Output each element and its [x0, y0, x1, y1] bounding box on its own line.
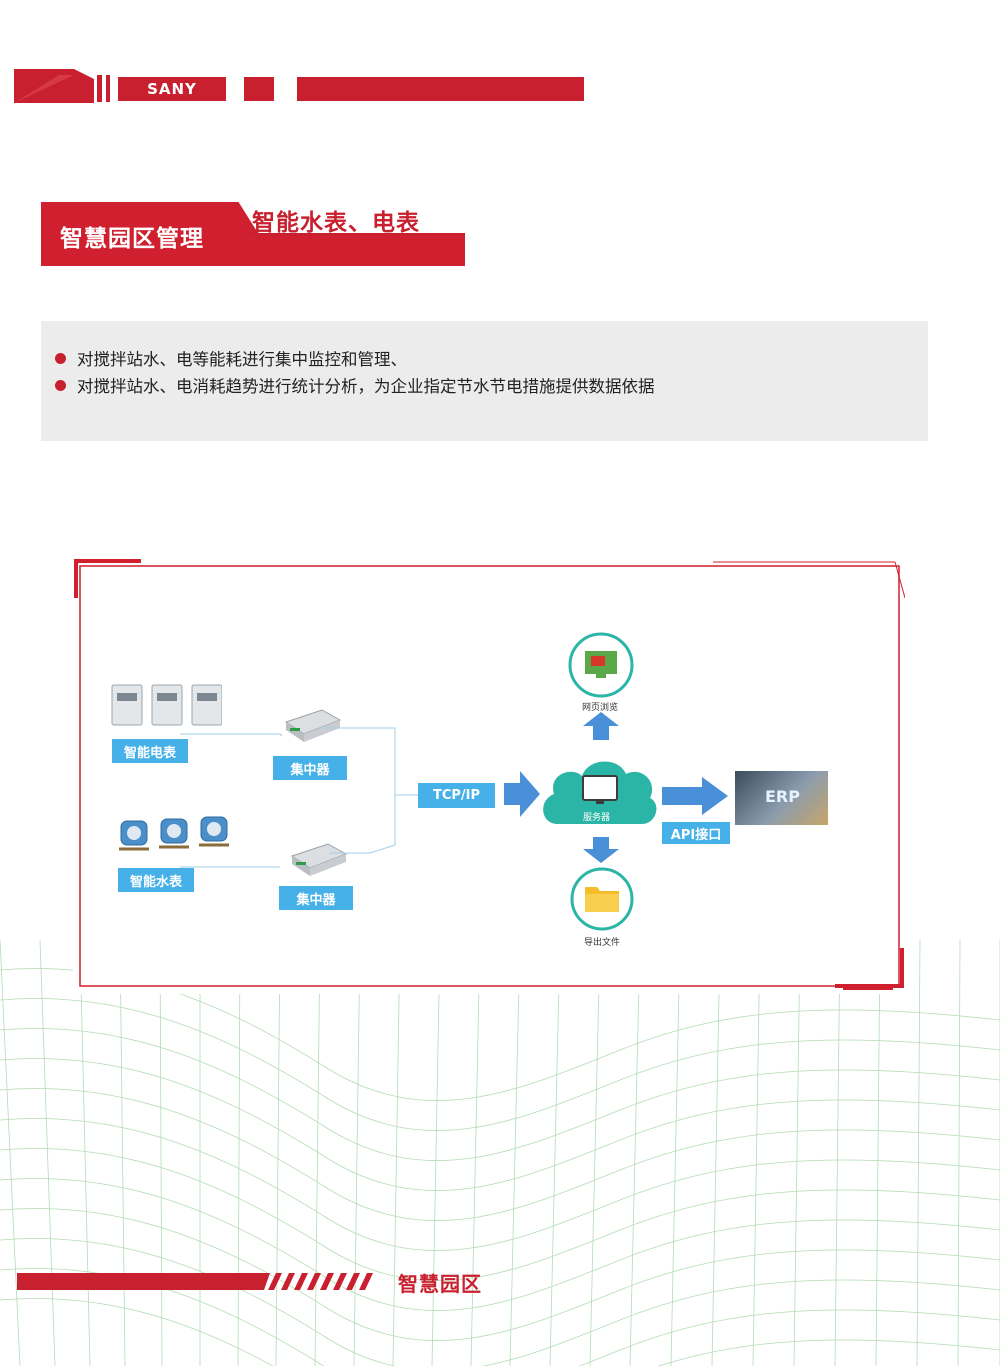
concentrator-device-icon	[284, 709, 342, 742]
arrow-down-icon	[583, 837, 619, 863]
bullet-text: 对搅拌站水、电等能耗进行集中监控和管理、	[77, 350, 407, 369]
brand-logo: SANY	[118, 77, 226, 101]
connector-lines	[180, 727, 420, 868]
bullet-item: 对搅拌站水、电消耗趋势进行统计分析，为企业指定节水节电措施提供数据依据	[55, 373, 655, 397]
footer-bar	[17, 1273, 262, 1290]
header-red-corner	[14, 69, 94, 103]
footer-stripes	[262, 1273, 373, 1290]
water-meter-label: 智能水表	[118, 868, 194, 892]
cloud-server-icon	[543, 761, 657, 824]
bullet-item: 对搅拌站水、电等能耗进行集中监控和管理、	[55, 346, 407, 370]
arrow-right-icon	[662, 777, 728, 815]
export-file-icon	[570, 867, 634, 931]
arrow-right-icon	[504, 771, 540, 817]
section-banner-cutout	[236, 198, 466, 233]
erp-image: ERP	[735, 771, 828, 825]
section-underline	[248, 233, 465, 236]
header-stripe	[97, 75, 102, 102]
section-subtitle: 智能水表、电表	[252, 210, 420, 236]
erp-text: ERP	[765, 787, 800, 806]
footer-label: 智慧园区	[398, 1272, 482, 1296]
concentrator-device-icon	[290, 843, 348, 876]
water-meter-icons	[119, 816, 229, 851]
bullet-text: 对搅拌站水、电消耗趋势进行统计分析，为企业指定节水节电措施提供数据依据	[77, 377, 655, 396]
export-file-label: 导出文件	[584, 938, 621, 948]
api-interface-label: API接口	[662, 822, 730, 844]
bullet-dot-icon	[55, 379, 66, 391]
header-bar	[297, 77, 584, 101]
electric-meter-label: 智能电表	[112, 739, 188, 763]
bullet-dot-icon	[55, 352, 66, 364]
web-browse-label: 网页浏览	[582, 703, 619, 713]
frame-border	[74, 559, 905, 990]
header-stripe	[106, 75, 110, 102]
header-block	[244, 77, 274, 101]
section-title: 智慧园区管理	[60, 226, 204, 252]
wave-mesh-background	[0, 940, 1000, 1366]
arrow-up-icon	[583, 712, 619, 740]
concentrator-label-top: 集中器	[273, 756, 347, 780]
concentrator-label-bottom: 集中器	[279, 886, 353, 910]
electric-meter-icons	[111, 684, 222, 726]
web-browse-icon	[568, 632, 634, 698]
tcpip-label: TCP/IP	[418, 783, 495, 808]
info-box	[41, 321, 928, 441]
server-label: 服务器	[583, 813, 611, 823]
